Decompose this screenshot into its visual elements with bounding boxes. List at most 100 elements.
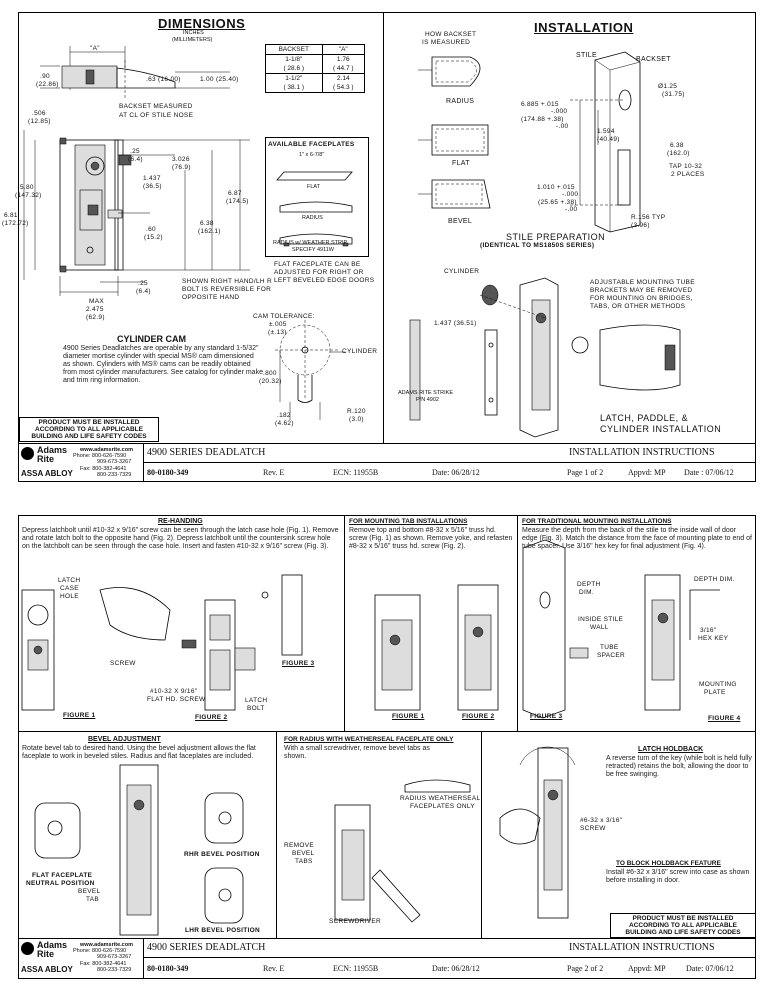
dim-6885-mm-b: -.00 — [556, 123, 569, 130]
footer-fax-1: Fax: 800-382-4641 — [80, 961, 127, 967]
page-1-sheet — [18, 12, 756, 444]
cam-182-mm: (4.62) — [275, 420, 294, 427]
rehanding-screw2-2: FLAT HD. SCREW — [147, 696, 206, 703]
faceplates-box — [265, 137, 369, 257]
bevel-tab-1: BEVEL — [78, 888, 101, 895]
table-cell: ( 54.3 ) — [321, 83, 365, 93]
dim-681-mm: (172.72) — [2, 220, 29, 227]
a-header: "A" — [321, 44, 365, 55]
tube-spacer-2: SPACER — [597, 652, 626, 659]
remove-tabs-3: TABS — [295, 858, 313, 865]
depth-dim-2: DIM. — [579, 589, 594, 596]
rehanding-fig2: FIGURE 2 — [195, 714, 228, 721]
rh-note-2: BOLT IS REVERSIBLE FOR — [182, 286, 272, 293]
cam-800: .800 — [263, 370, 277, 377]
stile-label: STILE — [576, 52, 597, 59]
footer-1-vline — [143, 444, 144, 482]
latch-title-2: CYLINDER INSTALLATION — [600, 424, 722, 434]
rh-note-3: OPPOSITE HAND — [182, 294, 240, 301]
notice-line-1: PRODUCT MUST BE INSTALLED — [632, 915, 734, 922]
holdback-screw-2: SCREW — [580, 825, 606, 832]
dim-506-mm: (12.85) — [28, 118, 51, 125]
inside-stile-2: WALL — [590, 624, 609, 631]
shape-radius: RADIUS — [446, 98, 475, 105]
dim-1010-b: -.000 — [562, 191, 579, 198]
backset-label: BACKSET — [636, 56, 671, 63]
dim-3026: 3.026 — [172, 156, 190, 163]
stile-prep-title: STILE PREPARATION — [506, 232, 606, 242]
hex-key-2: HEX KEY — [698, 635, 729, 642]
cam-tol-2: (±.13) — [268, 329, 287, 336]
adams-rite-logo — [21, 447, 34, 460]
footer-appvd: Appvd: MP — [628, 468, 666, 477]
cylinder-cam-text: 4900 Series Deadlatches are operable by … — [63, 345, 263, 384]
faceplate-weather-1: RADIUS w/ WEATHER STRIP — [273, 240, 348, 246]
footer-phone-2: 909-673-3267 — [97, 459, 132, 465]
dim-1010-mm: (25.65 +.38) — [538, 199, 577, 206]
inst-cylinder: CYLINDER — [444, 268, 480, 275]
footer-fax-1: Fax: 800-382-4641 — [80, 466, 127, 472]
dim-638: 6.38 — [200, 220, 214, 227]
installation-title: INSTALLATION — [534, 20, 634, 35]
hex-key-1: 3/16" — [700, 627, 717, 634]
dim-1437-mm: (36.5) — [143, 183, 162, 190]
holdback-screw-1: #6-32 x 3/16" — [580, 817, 623, 824]
inst-1437: 1.437 (36.51) — [434, 320, 477, 327]
notice-line-2: ACCORDING TO ALL APPLICABLE — [35, 426, 143, 433]
traditional-text: Measure the depth from the back of the s… — [522, 527, 752, 550]
notice-line-3: BUILDING AND LIFE SAFETY CODES — [31, 433, 147, 440]
remove-tabs-1: REMOVE — [284, 842, 314, 849]
faceplate-note-2: ADJUSTED FOR RIGHT OR — [274, 269, 364, 276]
dia-125-mm: (31.75) — [662, 91, 685, 98]
block-holdback-title: TO BLOCK HOLDBACK FEATURE — [616, 860, 721, 867]
block-holdback-text: Install #6-32 x 3/16" screw into case as… — [606, 869, 750, 884]
footer-ecn: ECN: 11955B — [333, 964, 379, 973]
depth-dim-fig4: DEPTH DIM. — [694, 576, 735, 583]
dim-a-label: "A" — [90, 45, 100, 52]
dim-506: .506 — [32, 110, 46, 117]
page-1-divider — [383, 12, 384, 444]
strike-1: ADAMS RITE STRIKE — [398, 390, 454, 396]
latch-bolt-2: BOLT — [247, 705, 265, 712]
bevel-text: Rotate bevel tab to desired hand. Using … — [22, 745, 256, 760]
dim-1594-mm: (40.49) — [597, 136, 620, 143]
dim-60-mm: (15.2) — [144, 234, 163, 241]
mounting-fig2: FIGURE 2 — [462, 713, 495, 720]
p2-vline-3 — [276, 731, 277, 939]
footer-2-hline — [144, 957, 756, 958]
strike-2: P/N 4902 — [416, 397, 439, 403]
screwdriver-label: SCREWDRIVER — [329, 918, 382, 925]
notice-line-1: PRODUCT MUST BE INSTALLED — [38, 419, 140, 426]
traditional-fig4: FIGURE 4 — [708, 715, 741, 722]
table-cell: 2.14 — [321, 73, 365, 83]
remove-tabs-2: BEVEL — [292, 850, 315, 857]
mounting-plate-2: PLATE — [704, 689, 726, 696]
faceplates-title: AVAILABLE FACEPLATES — [268, 141, 355, 148]
faceplate-weather-2: SPECIFY 4911W — [292, 247, 334, 253]
footer-brand-1: Adams — [37, 940, 68, 950]
tap-2: 2 PLACES — [671, 171, 705, 178]
dim-90-mm: (22.86) — [36, 81, 59, 88]
inst-638: 6.38 — [670, 142, 684, 149]
latch-case-3: HOLE — [60, 593, 79, 600]
stile-prep-sub: (IDENTICAL TO MS1850S SERIES) — [480, 242, 595, 249]
lhr-bevel: LHR BEVEL POSITION — [185, 927, 260, 934]
dimensions-title: DIMENSIONS — [158, 16, 246, 31]
holdback-title: LATCH HOLDBACK — [638, 746, 704, 753]
footer-part: 80-0180-349 — [147, 964, 189, 973]
cam-r120: R.120 — [347, 408, 366, 415]
footer-web: www.adamsrite.com — [80, 942, 133, 948]
cam-800-mm: (20.32) — [259, 378, 282, 385]
page-2-sheet — [18, 515, 756, 939]
footer-phone-1: Phone: 800-626-7590 — [73, 453, 127, 459]
footer-fax-2: 800-233-7329 — [97, 472, 132, 478]
dim-max: MAX — [89, 298, 104, 305]
dim-90: .90 — [40, 73, 50, 80]
backset-header: BACKSET — [265, 44, 323, 55]
dim-25a: .25 — [130, 148, 140, 155]
dim-580: 5.80 — [20, 184, 34, 191]
footer-page: Page 2 of 2 — [567, 964, 604, 973]
mounting-tab-title: FOR MOUNTING TAB INSTALLATIONS — [349, 518, 468, 525]
footer-rev: Rev. E — [263, 964, 285, 973]
